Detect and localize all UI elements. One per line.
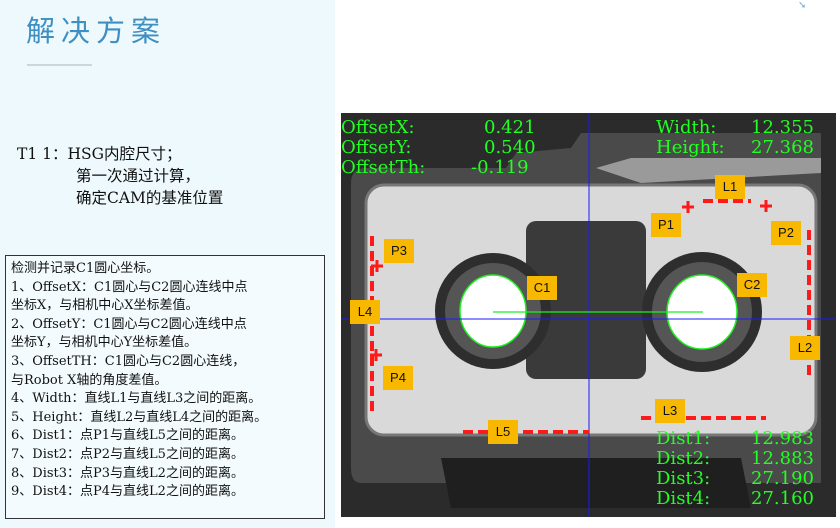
desc-line: 坐标Y，与相机中心Y坐标差值。 <box>11 335 198 351</box>
inspection-image: OffsetX: 0.421 OffsetY: 0.540 OffsetTh: -0.… <box>341 113 836 517</box>
height-label: Height: <box>656 137 725 158</box>
marker-p2: P2 <box>771 221 801 245</box>
dist-readouts: Dist1: 12.983 Dist2: 12.883 Dist3: 27.190 D… <box>656 429 836 509</box>
dist4-label: Dist4: <box>656 488 711 509</box>
decorative-arrow-icon: ➘ <box>798 0 807 11</box>
desc-line: 5、Height：直线L2与直线L4之间的距离。 <box>11 409 268 425</box>
left-panel: 解决方案 T1 1：HSG内腔尺寸； 第一次通过计算， 确定CAM的基准位置 检… <box>0 0 335 528</box>
description-box: 检测并记录C1圆心坐标。 1、OffsetX：C1圆心与C2圆心连线中点 坐标X… <box>5 255 325 519</box>
title-divider <box>27 64 92 66</box>
marker-l4: L4 <box>350 300 380 324</box>
offset-readouts: OffsetX: 0.421 OffsetY: 0.540 OffsetTh: -0.… <box>341 118 581 178</box>
desc-line: 6、Dist1：点P1与直线L5之间的距离。 <box>11 428 244 444</box>
task-line: T1 1：HSG内腔尺寸； <box>17 145 182 163</box>
desc-line: 1、OffsetX：C1圆心与C2圆心连线中点 <box>11 279 248 295</box>
dist2-value: 12.883 <box>751 448 814 469</box>
desc-line: 9、Dist4：点P4与直线L2之间的距离。 <box>11 484 244 500</box>
dist1-value: 12.983 <box>751 428 814 449</box>
point-p4-cross <box>370 349 382 361</box>
point-p1-cross <box>682 201 694 213</box>
desc-line: 与Robot X轴的角度差值。 <box>11 372 168 388</box>
width-value: 12.355 <box>751 117 814 138</box>
dist4-value: 27.160 <box>751 488 814 509</box>
desc-line: 8、Dist3：点P3与直线L2之间的距离。 <box>11 465 244 481</box>
offsetth-value: -0.119 <box>471 157 529 178</box>
marker-l3: L3 <box>655 399 685 423</box>
offsety-value: 0.540 <box>484 137 536 158</box>
dist1-label: Dist1: <box>656 428 711 449</box>
point-p2-cross <box>760 200 772 212</box>
marker-p4: P4 <box>383 366 413 390</box>
offsetx-label: OffsetX: <box>341 117 415 138</box>
point-p3-cross <box>371 260 383 272</box>
dist3-value: 27.190 <box>751 468 814 489</box>
inspection-overlay <box>341 113 836 517</box>
marker-l5: L5 <box>488 420 518 444</box>
desc-line: 4、Width：直线L1与直线L3之间的距离。 <box>11 391 262 407</box>
offsetx-value: 0.421 <box>484 117 536 138</box>
desc-line: 检测并记录C1圆心坐标。 <box>11 261 160 276</box>
task-line: 第一次通过计算， <box>76 167 201 185</box>
task-summary: T1 1：HSG内腔尺寸； 第一次通过计算， 确定CAM的基准位置 <box>17 143 223 209</box>
desc-line: 坐标X，与相机中心X坐标差值。 <box>11 298 199 314</box>
height-value: 27.368 <box>751 137 814 158</box>
offsetth-label: OffsetTh: <box>341 157 426 178</box>
marker-l2: L2 <box>790 336 820 360</box>
size-readouts: Width: 12.355 Height: 27.368 <box>656 118 836 158</box>
marker-l1: L1 <box>715 175 745 199</box>
desc-line: 2、OffsetY：C1圆心与C2圆心连线中点 <box>11 316 247 332</box>
desc-line: 3、OffsetTH：C1圆心与C2圆心连线， <box>11 353 246 369</box>
desc-line: 7、Dist2：点P2与直线L5之间的距离。 <box>11 446 244 462</box>
dist2-label: Dist2: <box>656 448 711 469</box>
marker-c2: C2 <box>737 273 767 297</box>
width-label: Width: <box>656 117 717 138</box>
marker-p3: P3 <box>384 239 414 263</box>
offsety-label: OffsetY: <box>341 137 412 158</box>
marker-c1: C1 <box>527 276 557 300</box>
task-line: 确定CAM的基准位置 <box>76 189 224 207</box>
marker-p1: P1 <box>651 213 681 237</box>
dist3-label: Dist3: <box>656 468 711 489</box>
slide-title: 解决方案 <box>26 14 167 48</box>
